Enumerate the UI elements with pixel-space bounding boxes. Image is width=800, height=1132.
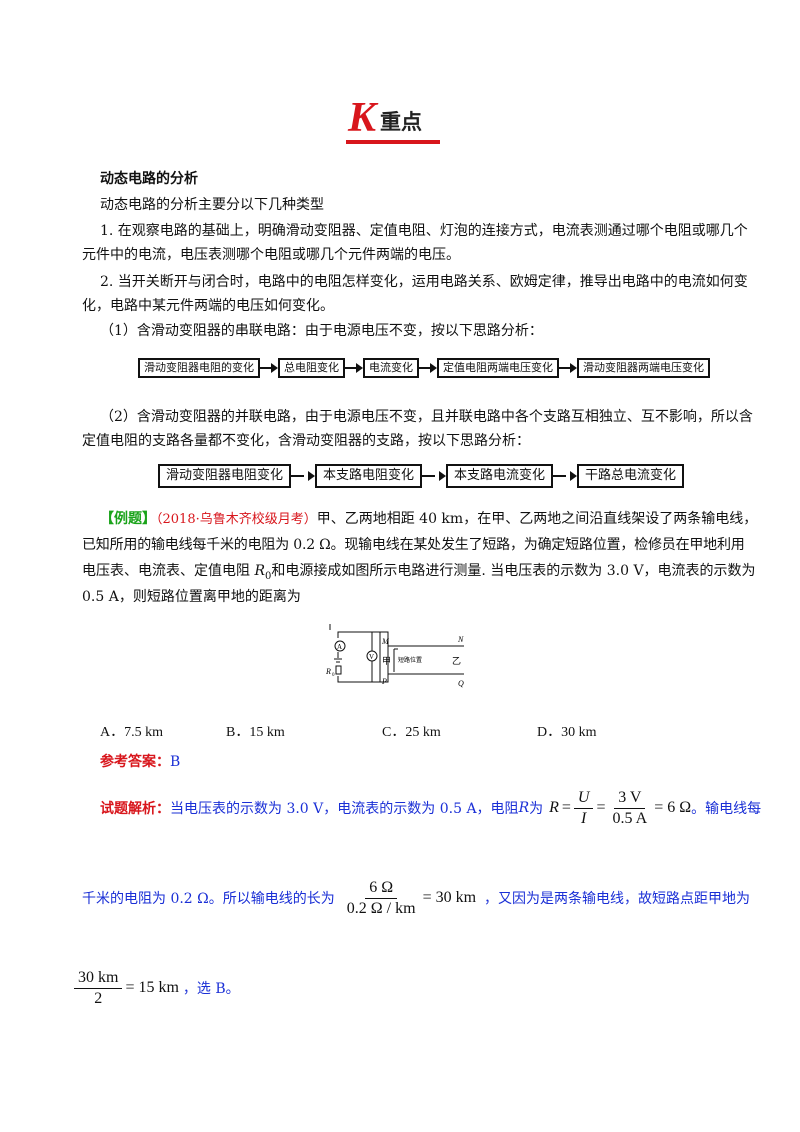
title-text: 重点 bbox=[380, 110, 422, 134]
title-underline bbox=[346, 140, 440, 144]
eq1-equals-2: = bbox=[596, 799, 606, 816]
eq1-result: = 6 Ω bbox=[654, 799, 692, 816]
example-tag: 【例题】 bbox=[100, 511, 156, 527]
flow1-step-2: 总电阻变化 bbox=[278, 358, 345, 378]
answer-value: B bbox=[170, 754, 181, 770]
para-1-line-2: 元件中的电流，电压表测哪个电阻或哪几个元件两端的电压。 bbox=[82, 247, 460, 263]
arrow-right-icon bbox=[419, 362, 437, 374]
option-b[interactable]: B．15 km bbox=[226, 725, 285, 740]
section-heading: 动态电路的分析 bbox=[100, 171, 198, 187]
eq2-denominator: 0.2 Ω / km bbox=[346, 899, 416, 917]
para-1-line-1: 1. 在观察电路的基础上，明确滑动变阻器、定值电阻、灯泡的连接方式，电流表测通过… bbox=[100, 223, 748, 239]
r0-subscript: 0 bbox=[332, 673, 335, 678]
title-k-glyph: K bbox=[348, 95, 377, 141]
circuit-diagram: A V R 0 M P N Q 甲 乙 短路位置 bbox=[326, 624, 464, 688]
ammeter-icon: A bbox=[337, 643, 342, 651]
eq2-numerator: 6 Ω bbox=[365, 879, 398, 899]
eq1-equals: = bbox=[561, 799, 571, 816]
parallel-circuit-text-2: 定值电阻的支路各量都不变化，含滑动变阻器的支路，按以下思路分析： bbox=[82, 433, 530, 449]
answer-line: 参考答案：B bbox=[100, 751, 500, 773]
short-circuit-label: 短路位置 bbox=[398, 656, 422, 664]
example-source: （2018·乌鲁木齐校级月考） bbox=[156, 512, 317, 527]
arrow-right-icon bbox=[291, 470, 316, 482]
eq1-lhs: R bbox=[549, 799, 559, 816]
analysis-text-1: 当电压表的示数为 3.0 V，电流表的示数为 0.5 A，电阻 bbox=[170, 801, 519, 817]
flow1-step-5: 滑动变阻器两端电压变化 bbox=[577, 358, 710, 378]
r0-label: R bbox=[326, 667, 331, 676]
parallel-circuit-text-1: （2）含滑动变阻器的并联电路，由于电源电压不变，且并联电路中各个支路互相独立、互… bbox=[100, 409, 753, 425]
arrow-right-icon bbox=[260, 362, 278, 374]
para-2-line-2: 化，电路中某元件两端的电压如何变化。 bbox=[82, 298, 334, 314]
example-line-3: 电压表、电流表、定值电阻 R0和电源接成如图所示电路进行测量. 当电压表的示数为… bbox=[82, 560, 762, 588]
arrow-right-icon bbox=[559, 362, 577, 374]
series-circuit-text: （1）含滑动变阻器的串联电路：由于电源电压不变，按以下思路分析： bbox=[100, 323, 543, 339]
analysis-line-1: 试题解析： 当电压表的示数为 3.0 V，电流表的示数为 0.5 A，电阻 R … bbox=[100, 786, 762, 830]
eq3-result: = 15 km bbox=[125, 979, 179, 996]
flow2-step-2: 本支路电阻变化 bbox=[315, 464, 423, 488]
resistance-symbol: R bbox=[518, 800, 530, 816]
analysis-text-1b: 为 bbox=[529, 801, 544, 817]
analysis-text-5: ，选 B。 bbox=[182, 981, 240, 997]
flow1-step-4: 定值电阻两端电压变化 bbox=[437, 358, 559, 378]
option-a[interactable]: A．7.5 km bbox=[100, 725, 163, 740]
para-2-line-1: 2. 当开关断开与闭合时，电路中的电阻怎样变化，运用电路关系、欧姆定律，推导出电… bbox=[100, 274, 748, 290]
eq3-numerator: 30 km bbox=[74, 969, 123, 989]
eq1-numerator-2: 3 V bbox=[614, 789, 646, 809]
analysis-text-3: 千米的电阻为 0.2 Ω。所以输电线的长为 bbox=[82, 891, 335, 907]
analysis-text-4: ，又因为是两条输电线，故短路点距甲地为 bbox=[484, 891, 751, 907]
yi-label: 乙 bbox=[452, 656, 461, 667]
page-title: K 重点 bbox=[346, 95, 446, 146]
answer-label: 参考答案： bbox=[100, 754, 170, 770]
point-p-label: P bbox=[381, 677, 387, 686]
voltmeter-icon: V bbox=[369, 653, 374, 661]
arrow-right-icon bbox=[553, 470, 578, 482]
jia-label: 甲 bbox=[382, 656, 391, 667]
analysis-text-2: 。输电线每 bbox=[691, 801, 762, 817]
arrow-right-icon bbox=[422, 470, 447, 482]
example-text-3b: 和电源接成如图所示电路进行测量. 当电压表的示数为 3.0 V，电流表的示数为 bbox=[271, 563, 756, 579]
analysis-label: 试题解析： bbox=[100, 801, 170, 817]
point-q-label: Q bbox=[458, 679, 464, 688]
example-text-1: 甲、乙两地相距 40 km，在甲、乙两地之间沿直线架设了两条输电线， bbox=[316, 511, 758, 527]
example-line-1: 【例题】（2018·乌鲁木齐校级月考）甲、乙两地相距 40 km，在甲、乙两地之… bbox=[100, 508, 760, 531]
eq1-numerator-1: U bbox=[573, 789, 594, 809]
eq1-denominator-2: 0.5 A bbox=[612, 809, 648, 827]
option-d[interactable]: D．30 km bbox=[537, 725, 597, 740]
resistor-subscript: 0 bbox=[265, 570, 272, 582]
eq1-denominator-1: I bbox=[581, 809, 587, 827]
flow1-step-3: 电流变化 bbox=[363, 358, 419, 378]
flow2-step-4: 干路总电流变化 bbox=[577, 464, 685, 488]
resistor-symbol: R bbox=[254, 563, 265, 579]
eq3-denominator: 2 bbox=[94, 989, 103, 1007]
point-n-label: N bbox=[457, 635, 464, 644]
example-line-2: 已知所用的输电线每千米的电阻为 0.2 Ω。现输电线在某处发生了短路，为确定短路… bbox=[82, 537, 745, 553]
example-text-3a: 电压表、电流表、定值电阻 bbox=[82, 563, 255, 579]
flow2-step-1: 滑动变阻器电阻变化 bbox=[158, 464, 292, 488]
parallel-flowchart: 滑动变阻器电阻变化 本支路电阻变化 本支路电流变化 干路总电流变化 bbox=[158, 464, 685, 488]
option-c[interactable]: C．25 km bbox=[382, 725, 441, 740]
flow2-step-3: 本支路电流变化 bbox=[446, 464, 554, 488]
example-line-4: 0.5 A，则短路位置离甲地的距离为 bbox=[82, 589, 301, 605]
options-row: A．7.5 km B．15 km C．25 km D．30 km bbox=[100, 721, 700, 743]
point-m-label: M bbox=[381, 637, 390, 646]
para-intro: 动态电路的分析主要分以下几种类型 bbox=[100, 197, 324, 213]
arrow-right-icon bbox=[345, 362, 363, 374]
eq2-result: = 30 km bbox=[422, 889, 477, 906]
series-flowchart: 滑动变阻器电阻的变化 总电阻变化 电流变化 定值电阻两端电压变化 滑动变阻器两端… bbox=[138, 358, 710, 378]
flow1-step-1: 滑动变阻器电阻的变化 bbox=[138, 358, 260, 378]
